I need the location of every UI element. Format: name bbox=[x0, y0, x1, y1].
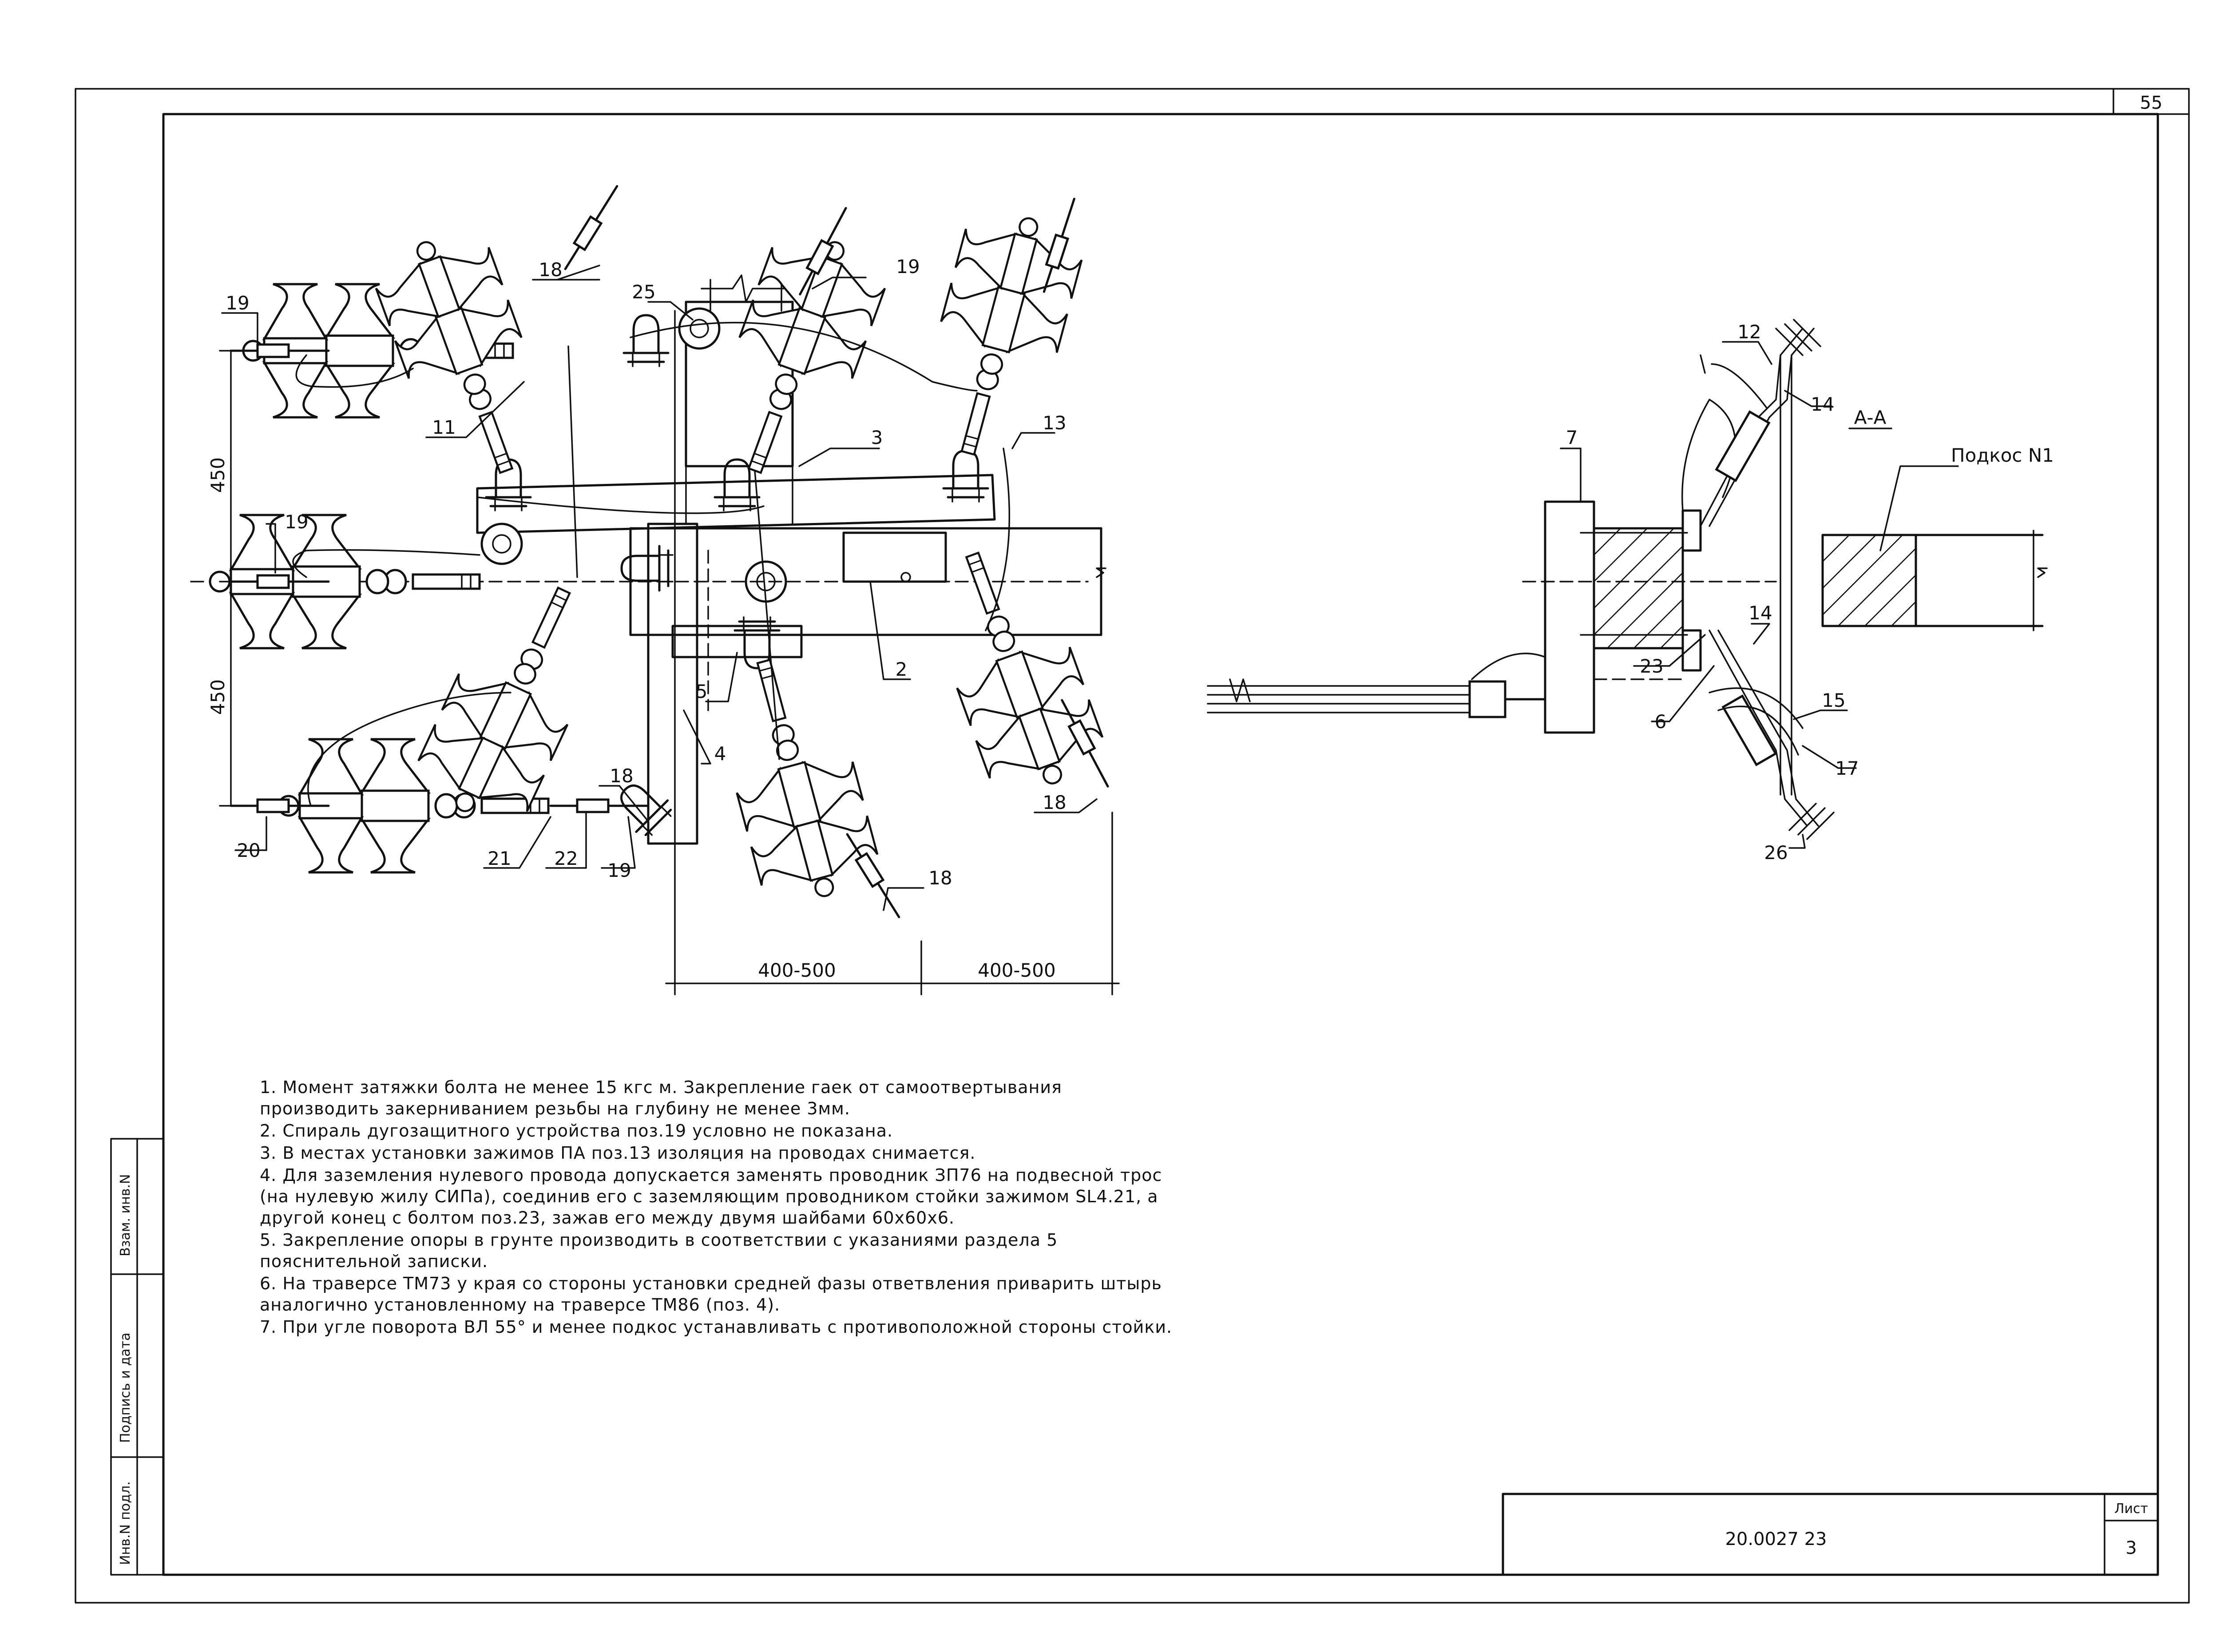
sheet-frame bbox=[75, 88, 2190, 1604]
callout: 14 bbox=[1811, 393, 1834, 415]
note-5: 5. Закрепление опоры в грунте производит… bbox=[260, 1230, 1058, 1271]
stamp-signature-date: Подпись и дата bbox=[118, 1333, 133, 1443]
sheet-number: 3 bbox=[2125, 1538, 2137, 1558]
dim-vertical-upper: 450 bbox=[207, 457, 229, 493]
callout: 12 bbox=[1737, 321, 1761, 343]
callout: 5 bbox=[696, 681, 708, 702]
callout: 25 bbox=[632, 281, 655, 303]
callout: 15 bbox=[1822, 689, 1845, 711]
notes-block: 1. Момент затяжки болта не менее 15 кгс … bbox=[260, 1077, 1183, 1339]
callout: 19 bbox=[607, 860, 631, 881]
callout: 19 bbox=[896, 256, 920, 277]
doc-code: 20.0027 23 bbox=[1725, 1529, 1827, 1549]
side-stamp bbox=[110, 1138, 164, 1576]
callout: 19 bbox=[285, 511, 308, 533]
dim-vertical-lower: 450 bbox=[207, 679, 229, 715]
callout: 4 bbox=[714, 743, 726, 765]
callout: 17 bbox=[1835, 757, 1859, 779]
section-title: А-А bbox=[1854, 407, 1887, 428]
callout: 7 bbox=[1566, 427, 1578, 448]
right-callouts: 12 14 7 14 23 6 15 17 26 bbox=[1566, 321, 1859, 864]
callout: 20 bbox=[237, 840, 260, 861]
left-callouts: 18 19 25 19 11 3 13 19 2 5 4 18 18 20 21… bbox=[226, 256, 1066, 889]
dim-horizontal-left: 400-500 bbox=[758, 959, 836, 981]
callout: 19 bbox=[226, 292, 249, 314]
callout: 6 bbox=[1655, 711, 1667, 733]
callout: 23 bbox=[1640, 655, 1663, 677]
note-7: 7. При угле поворота ВЛ 55° и менее подк… bbox=[260, 1317, 1173, 1337]
left-view bbox=[190, 183, 1120, 995]
callout: 18 bbox=[539, 259, 562, 281]
note-4: 4. Для заземления нулевого провода допус… bbox=[260, 1165, 1162, 1228]
stamp-inv-original: Инв.N подл. bbox=[118, 1481, 133, 1565]
corner-page-number: 55 bbox=[2140, 93, 2163, 113]
title-block bbox=[1502, 1493, 2159, 1576]
callout: 26 bbox=[1764, 842, 1788, 864]
right-view bbox=[1207, 319, 2048, 849]
strut-label: Подкос N1 bbox=[1951, 444, 2054, 466]
callout: 13 bbox=[1043, 412, 1066, 434]
callout: 22 bbox=[554, 848, 578, 869]
dim-horizontal-right: 400-500 bbox=[978, 959, 1056, 981]
note-2: 2. Спираль дугозащитного устройства поз.… bbox=[260, 1121, 893, 1141]
callout: 21 bbox=[488, 848, 511, 869]
note-3: 3. В местах установки зажимов ПА поз.13 … bbox=[260, 1143, 976, 1163]
callout: 18 bbox=[1043, 792, 1066, 813]
sheet-label: Лист bbox=[2114, 1501, 2148, 1517]
callout: 18 bbox=[928, 867, 952, 889]
callout: 18 bbox=[610, 765, 633, 787]
callout: 14 bbox=[1748, 602, 1772, 624]
callout: 11 bbox=[432, 416, 456, 438]
callout: 3 bbox=[871, 427, 883, 448]
note-6: 6. На траверсе ТМ73 у края со стороны ус… bbox=[260, 1274, 1162, 1315]
note-1: 1. Момент затяжки болта не менее 15 кгс … bbox=[260, 1078, 1062, 1118]
callout: 2 bbox=[896, 658, 908, 680]
stamp-inv-replace: Взам. инв.N bbox=[118, 1174, 133, 1256]
